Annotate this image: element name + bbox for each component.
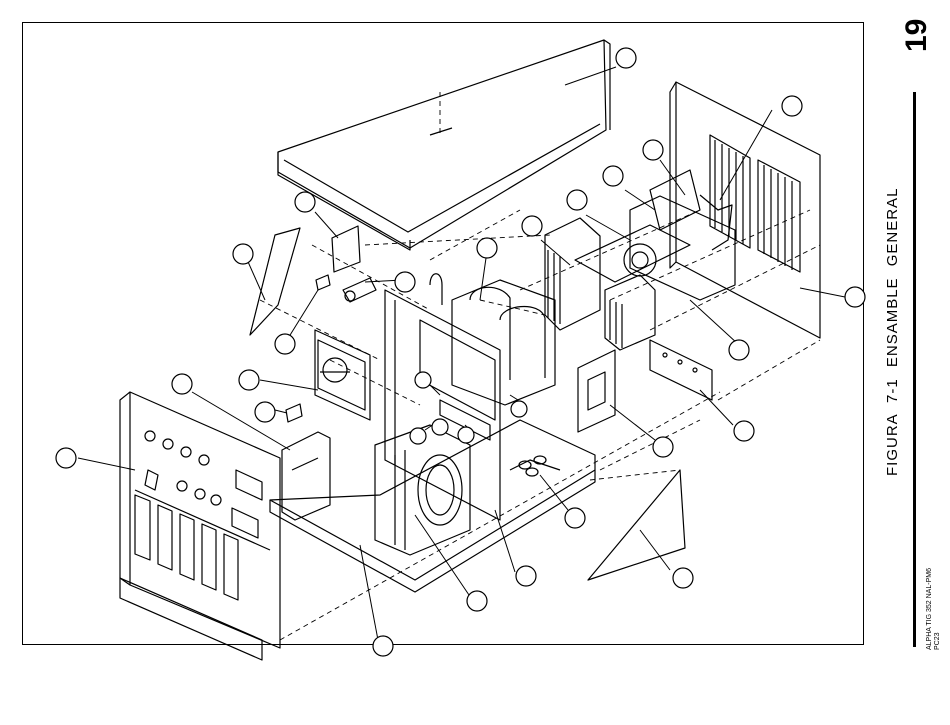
right-side-panel [670,82,820,338]
callout-circle [511,401,527,417]
callout-circle [56,448,76,468]
pc-board-right [650,340,712,400]
callout-circle [477,238,497,258]
callout-circle [673,568,693,588]
callout-circle [565,508,585,528]
contactor [282,432,330,520]
callout-circle [295,192,315,212]
inductor [430,274,555,405]
callout-circle [233,244,253,264]
small-block-2 [286,404,302,422]
front-panel [120,392,280,660]
heatsink-assembly [545,218,690,350]
top-cover [278,40,610,250]
document-code: ALPHA TIG 352 NAL-PM6 PC23 [926,568,942,650]
fan-assembly [624,170,735,300]
callout-circle [782,96,802,116]
callout-circle [729,340,749,360]
insulator-left [250,228,300,335]
callout-circle [734,421,754,441]
callout-circle [603,166,623,186]
callout-circle [845,287,865,307]
callout-circle [395,272,415,292]
callout-circle [432,419,448,435]
callout-circle [415,372,431,388]
callout-circle [172,374,192,394]
pc-board-small [578,350,615,432]
base-plate [270,420,595,592]
callout-circle [410,428,426,444]
callout-circle [516,566,536,586]
figure-caption: FIGURA 7-1 ENSAMBLE GENERAL [884,188,901,476]
margin-rule [913,92,916,647]
document-code-line-2: PC23 [934,568,942,650]
callout-circle [643,140,663,160]
callout-circle [275,334,295,354]
rectifier-panel [315,330,370,420]
callout-circle [239,370,259,390]
callout-circle [373,636,393,656]
callout-circle [522,216,542,236]
callout-circle [567,190,587,210]
page-number: 19 [900,19,934,52]
terminal-block [332,226,360,272]
callout-circle [467,591,487,611]
callout-circle [255,402,275,422]
insulator-right [588,470,685,580]
small-block-1 [316,275,330,290]
callout-circle [616,48,636,68]
center-baffle [385,290,500,520]
document-code-line-1: ALPHA TIG 352 NAL-PM6 [926,568,934,650]
callout-circle [458,427,474,443]
callout-circle [653,437,673,457]
